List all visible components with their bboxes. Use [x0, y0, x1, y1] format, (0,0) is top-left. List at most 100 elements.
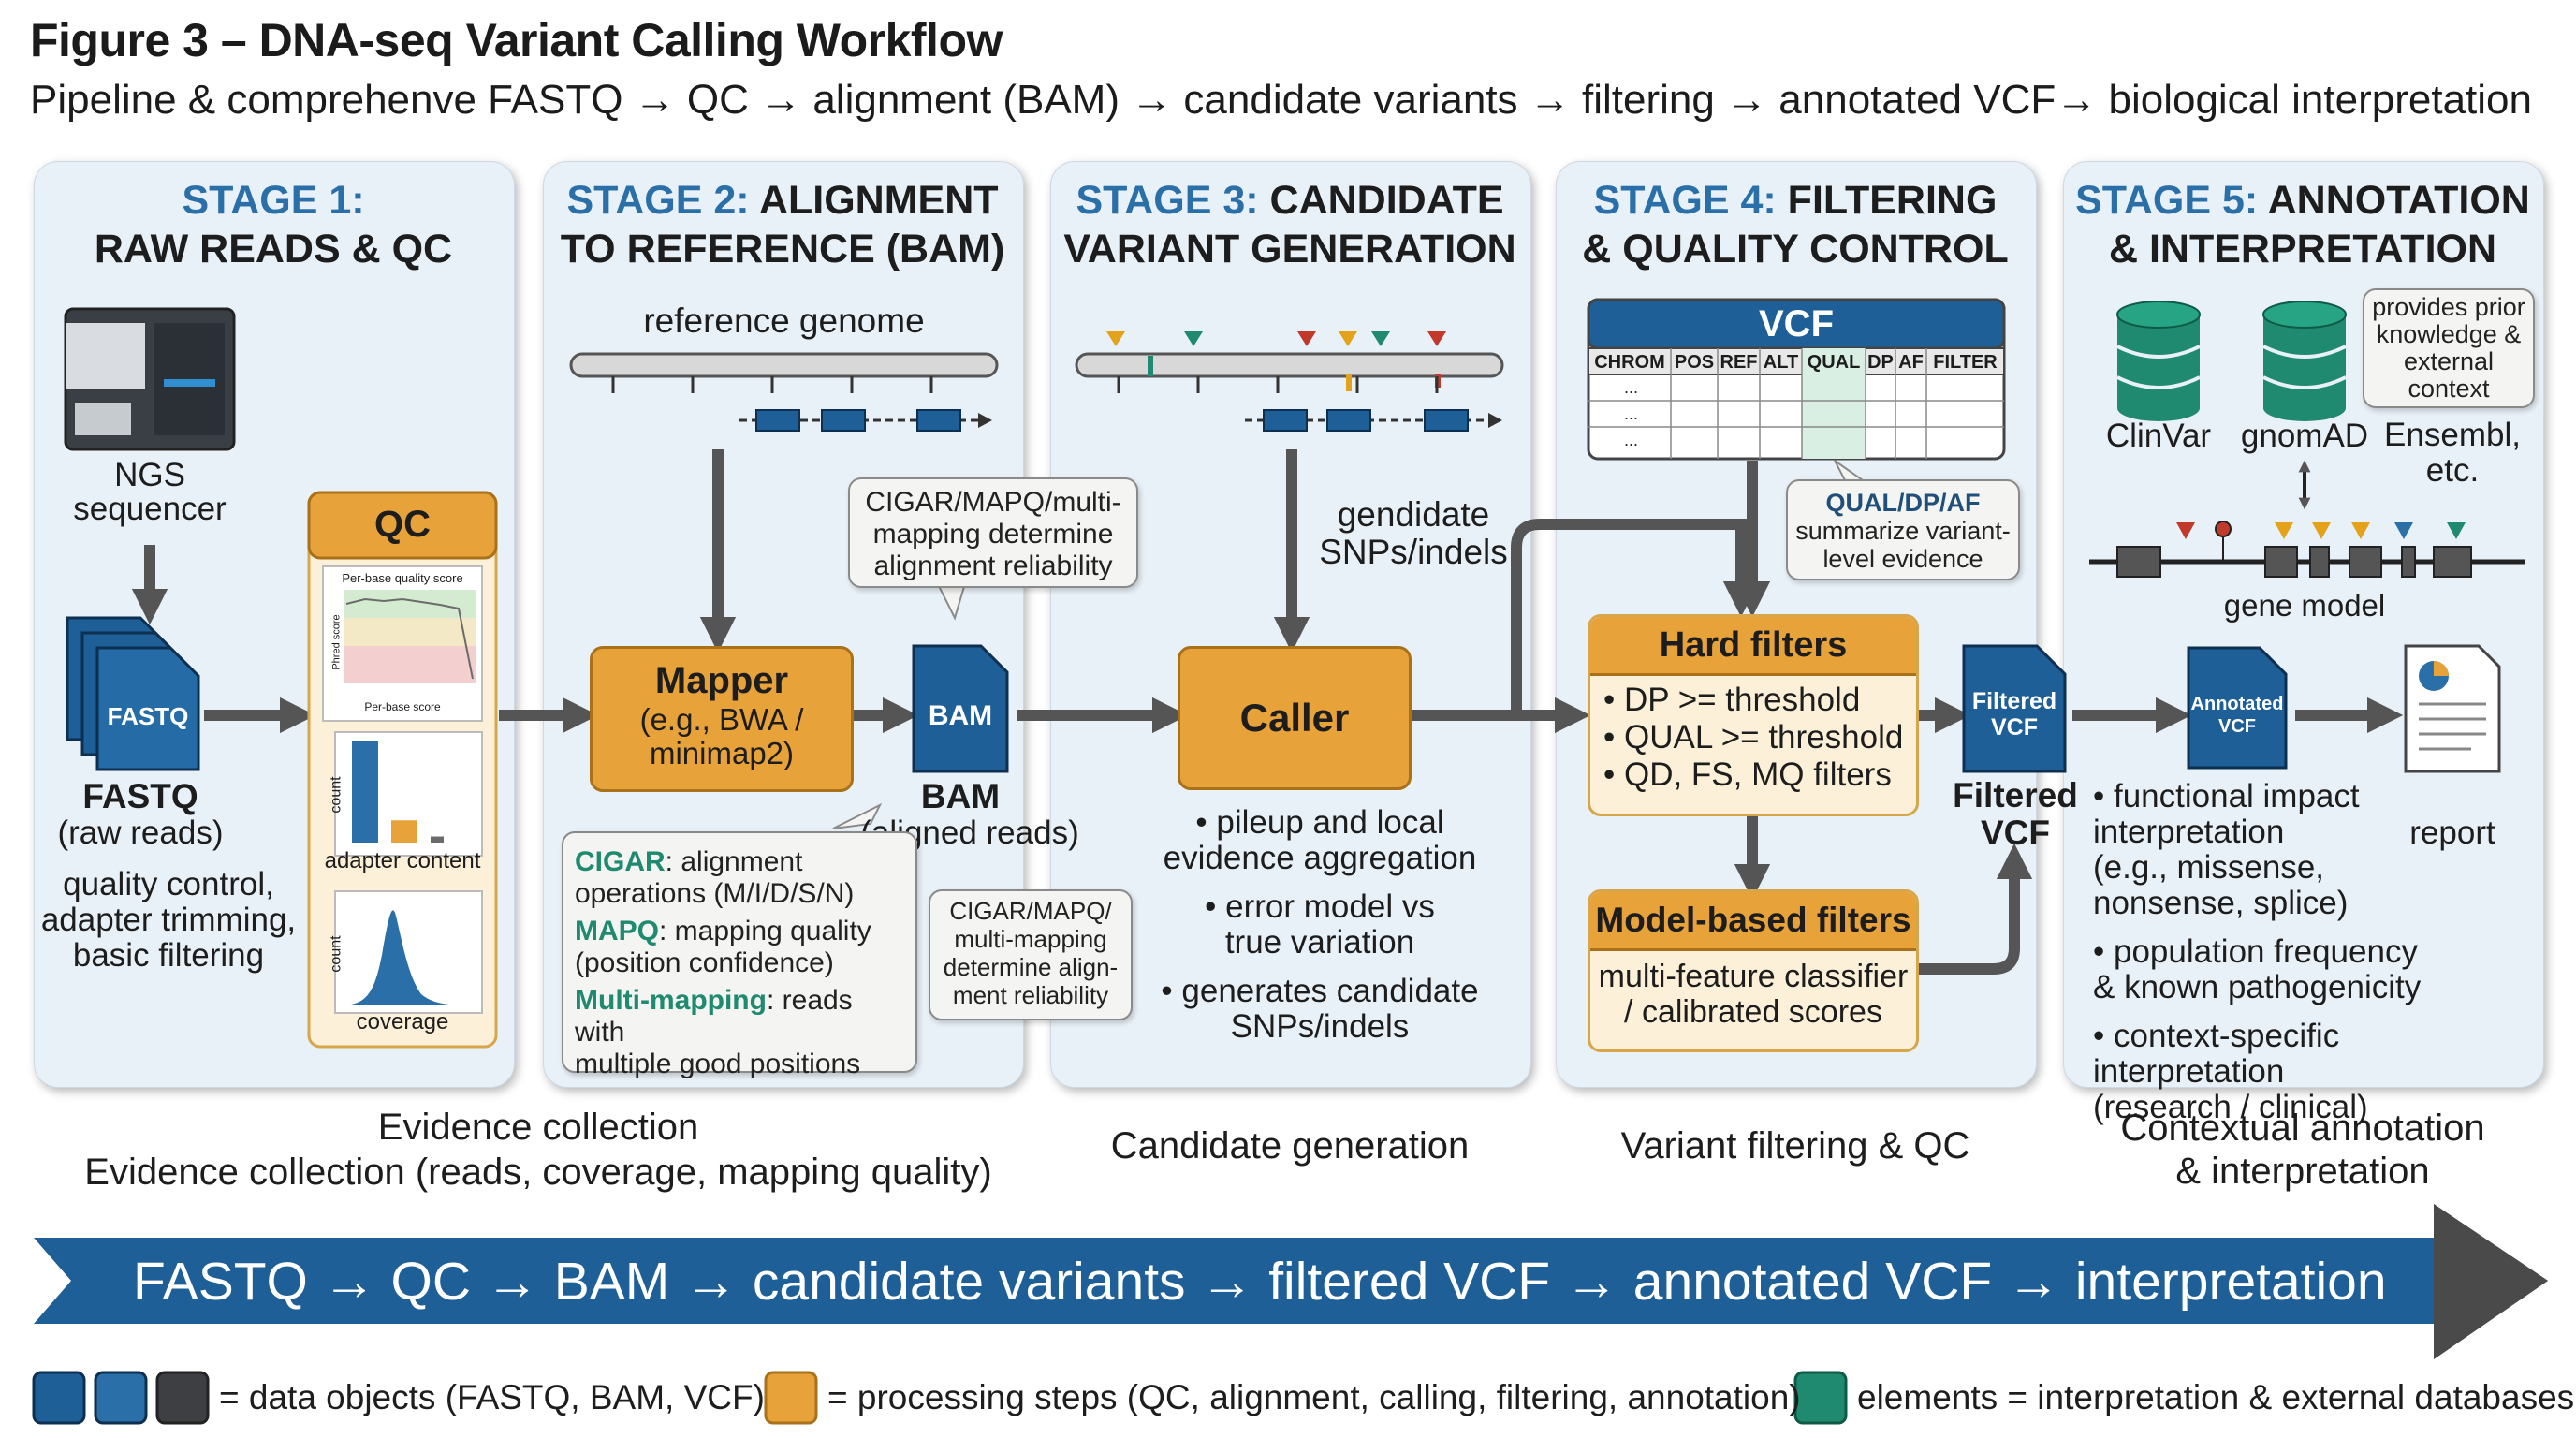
variant-markers: [1106, 331, 1446, 391]
vcf-col-dp: DP: [1867, 352, 1894, 373]
quality-ok-zone: [344, 618, 476, 646]
bam-file-icon: [912, 644, 1009, 773]
stage4-number: STAGE 4:: [1593, 178, 1777, 223]
vcf-table-columns: CHROM POS REF ALT QUAL DP AF FILTER: [1588, 352, 2004, 373]
hard-filters-box: Hard filters • DP >= threshold • QUAL >=…: [1588, 614, 1919, 816]
hard-filter-3: • QD, FS, MQ filters: [1603, 756, 1892, 793]
gene-model-label: gene model: [2223, 588, 2386, 623]
interpretation-bullet-3: • context-specific interpretation (resea…: [2093, 1018, 2368, 1125]
filtered-vcf-label: Filtered VCF: [1953, 776, 2078, 852]
adapter-content-bars: [352, 741, 444, 843]
arrow-caller-to-vcf-path: [1407, 519, 1760, 721]
quality-trace: [345, 597, 474, 680]
caller-title: Caller: [1239, 696, 1350, 740]
quality-plot-title: Per-base quality score: [342, 571, 463, 585]
multimapping-term: Multi-mapping: [575, 985, 767, 1016]
alignment-reliability-small-callout: CIGAR/MAPQ/ multi-mapping determine alig…: [929, 889, 1133, 1020]
qc-card-header: [307, 491, 498, 560]
stage1-number: STAGE 1:: [182, 178, 365, 223]
quality-plot-ylabel: Phred score: [330, 614, 343, 670]
caller-bullet-1: • pileup and local evidence aggregation: [1163, 804, 1477, 876]
stage2-name2: TO REFERENCE (BAM): [560, 227, 1005, 271]
ensembl-label: Ensembl, etc.: [2384, 417, 2521, 489]
stage2-name1: ALIGNMENT: [758, 178, 999, 223]
reference-genome-bar: [569, 352, 999, 378]
gnomad-label: gnomAD: [2240, 418, 2369, 454]
stage4-heading: STAGE 4: FILTERING & QUALITY CONTROL: [1556, 176, 2035, 273]
workflow-banner-text: FASTQ → QC → BAM → candidate variants → …: [133, 1252, 2387, 1312]
interpretation-bullets: • functional impact interpretation (e.g.…: [2093, 779, 2533, 1125]
qc-title: QC: [374, 504, 431, 545]
vcf-row-2: ...: [1624, 404, 1639, 423]
report-label: report: [2409, 814, 2496, 851]
stage5-name2: & INTERPRETATION: [2108, 227, 2497, 271]
vcf-col-ref: REF: [1720, 352, 1758, 373]
caller-bullet-1-text: pileup and local evidence aggregation: [1163, 804, 1477, 876]
legend-data-icons: [32, 1371, 210, 1425]
legend-processing-icon: [764, 1371, 818, 1425]
quality-good-zone: [344, 590, 476, 618]
vcf-evidence-desc: summarize variant- level evidence: [1795, 517, 2011, 573]
adapter-bar-3: [431, 836, 444, 843]
legend-data-objects: = data objects (FASTQ, BAM, VCF): [219, 1378, 765, 1416]
stage4-name2: & QUALITY CONTROL: [1582, 227, 2009, 271]
interpretation-bullet-2: • population frequency & known pathogeni…: [2093, 933, 2422, 1005]
cigar-definition: CIGAR: alignment operations (M/I/D/S/N): [575, 846, 904, 910]
model-filters-box: Model-based filters multi-feature classi…: [1588, 889, 1919, 1052]
stage4-name1: FILTERING: [1787, 178, 1998, 223]
hard-filters-header: Hard filters: [1590, 617, 1916, 676]
hard-filters-list: • DP >= threshold • QUAL >= threshold • …: [1590, 676, 1916, 794]
vcf-col-qual: QUAL: [1807, 352, 1861, 373]
stage3-name1: CANDIDATE: [1269, 178, 1504, 223]
stage2-heading: STAGE 2: ALIGNMENT TO REFERENCE (BAM): [543, 176, 1022, 273]
interpretation-bullet-2-text: population frequency & known pathogenici…: [2093, 933, 2422, 1005]
coverage-plot-ylabel: count: [328, 935, 344, 973]
vcf-evidence-callout: QUAL/DP/AF summarize variant- level evid…: [1786, 479, 2020, 580]
legend-elements: elements = interpretation & external dat…: [1857, 1378, 2575, 1416]
annotated-vcf-icon-label: Annotated VCF: [2190, 694, 2284, 737]
stage1-name: RAW READS & QC: [94, 227, 453, 271]
caption-filtering: Variant filtering & QC: [1620, 1125, 1970, 1167]
vcf-col-filter: FILTER: [1933, 352, 1998, 373]
variant-ticks: [1117, 376, 1439, 393]
clinvar-database-icon: [2116, 301, 2201, 421]
stage2-number: STAGE 2:: [566, 178, 750, 223]
filtered-vcf-icon-label: Filtered VCF: [1971, 688, 2057, 741]
vcf-col-af: AF: [1898, 352, 1924, 373]
gnomad-database-icon: [2262, 301, 2347, 421]
caller-bullet-3: • generates candidate SNPs/indels: [1161, 973, 1479, 1045]
interpretation-bullet-1: • functional impact interpretation (e.g.…: [2093, 778, 2360, 921]
hard-filter-1-text: DP >= threshold: [1623, 682, 1861, 718]
bam-label: BAM: [920, 777, 1001, 815]
vcf-evidence-terms: QUAL/DP/AF: [1825, 489, 1981, 517]
stage3-number: STAGE 3:: [1076, 178, 1259, 223]
filtered-vcf-icon: [1962, 644, 2067, 773]
mapq-term: MAPQ: [575, 916, 659, 946]
annotated-vcf-icon: [2187, 646, 2288, 770]
alignment-reliability-callout: CIGAR/MAPQ/multi- mapping determine alig…: [848, 477, 1138, 588]
coverage-histogram: [344, 910, 473, 1005]
quality-bad-zone: [344, 646, 476, 683]
qc-description: quality control, adapter trimming, basic…: [40, 866, 297, 974]
caller-bullets: • pileup and local evidence aggregation …: [1123, 805, 1516, 1045]
callout-pointer-terms: [832, 802, 883, 829]
mapq-desc: : mapping quality (position confidence): [575, 916, 871, 978]
mapq-definition: MAPQ: mapping quality (position confiden…: [575, 916, 904, 979]
candidate-snps-label: gendidate SNPs/indels: [1319, 495, 1508, 571]
mapper-subtitle: (e.g., BWA / minimap2): [639, 702, 804, 770]
variant-genome-bar: [1075, 352, 1504, 378]
vcf-col-chrom: CHROM: [1594, 352, 1665, 373]
mapper-box: Mapper (e.g., BWA / minimap2): [590, 646, 854, 792]
hard-filter-3-text: QD, FS, MQ filters: [1623, 756, 1892, 793]
multimapping-desc: : reads with multiple good positions: [575, 985, 861, 1079]
figure-subtitle: Pipeline & comprehenve FASTQ → QC → alig…: [30, 77, 2532, 123]
adapter-bar-1: [352, 741, 378, 843]
caller-box: Caller: [1178, 646, 1412, 790]
database-context-callout: provides prior knowledge & external cont…: [2363, 288, 2535, 408]
sequencer-icon: [64, 307, 236, 451]
mapper-title: Mapper: [654, 660, 789, 701]
interpretation-bullet-3-text: context-specific interpretation (researc…: [2093, 1018, 2368, 1125]
fastq-label: FASTQ: [82, 777, 198, 815]
vcf-table-title: VCF: [1759, 303, 1834, 345]
